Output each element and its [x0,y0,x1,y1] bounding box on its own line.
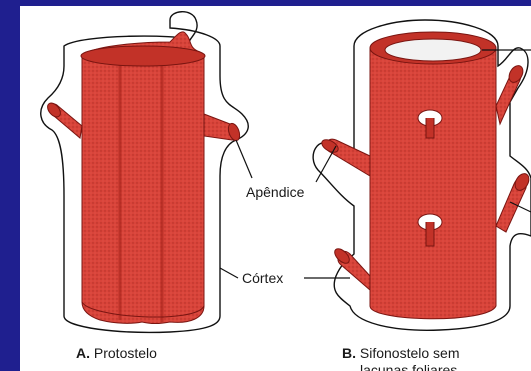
appendage-leader-a [236,140,252,178]
label-cortex: Córtex [242,270,283,286]
siphonostele-drawing [313,20,531,330]
siphonostele-core [370,48,496,319]
label-appendage: Apêndice [246,184,304,200]
pith-opening [385,39,481,61]
protostele-core [82,32,204,324]
protostele-drawing [41,12,248,333]
caption-a-text: Protostelo [94,345,157,361]
caption-b-line2: lacunas foliares [360,362,457,371]
caption-b-text: Sifonostelo sem [360,345,460,361]
caption-a-letter: A. [76,345,90,361]
caption-a: A. Protostelo [76,345,157,361]
cortex-leader-a [220,268,238,278]
caption-b-letter: B. [342,345,356,361]
diagram-panel: Apêndice Córtex A. Protostelo B. Sifonos… [20,6,531,371]
caption-b: B. Sifonostelo sem [342,345,460,361]
